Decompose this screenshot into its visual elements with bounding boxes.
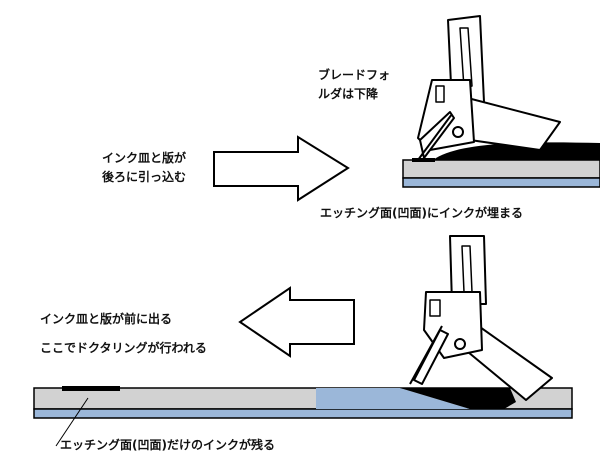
ink-pool — [330, 388, 516, 409]
etched-ink — [412, 158, 435, 162]
arrow-left-icon — [238, 286, 355, 358]
label-ink-plate-back-2: 後ろに引っ込む — [102, 170, 187, 184]
ink-pool — [433, 142, 600, 160]
label-ink-plate-forward: インク皿と版が前に出る — [40, 312, 173, 326]
label-doctoring-here: ここでドクタリングが行われる — [40, 341, 207, 355]
bottom-plate — [33, 386, 573, 419]
arrow-right-icon — [213, 135, 350, 202]
etched-ink — [62, 386, 120, 391]
label-blade-holder-down-2: ルダは下降 — [318, 87, 379, 101]
blade-holder-icon — [417, 15, 561, 161]
label-blade-holder-down-1: ブレードフォ — [318, 68, 391, 82]
label-ink-remains-etching: エッチング面(凹面)だけのインクが残る — [60, 438, 275, 452]
top-plate — [402, 142, 600, 188]
leader-line — [55, 397, 89, 447]
blade-holder-icon — [409, 235, 553, 401]
label-ink-fills-etching: エッチング面(凹面)にインクが埋まる — [320, 206, 523, 220]
label-ink-plate-back-1: インク皿と版が — [102, 151, 187, 165]
